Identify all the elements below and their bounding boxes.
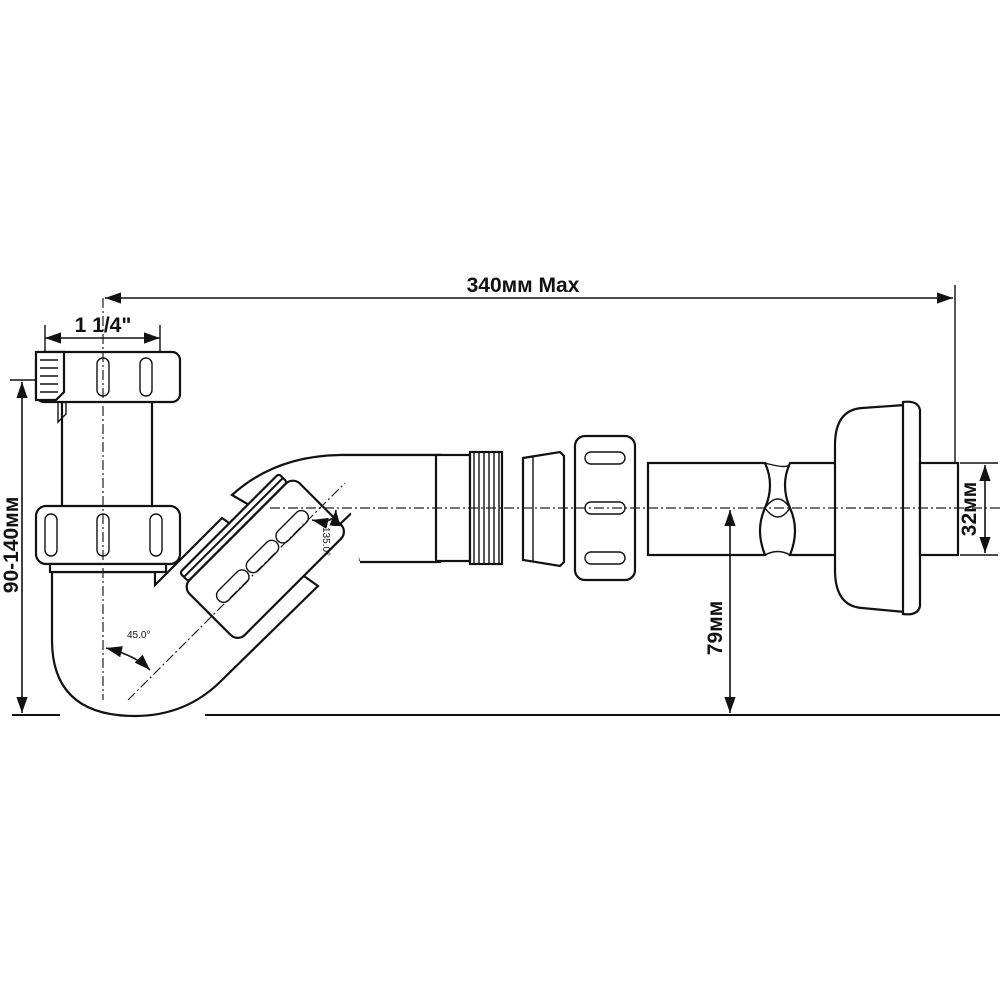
angled-nut <box>179 473 345 639</box>
inlet-pipe <box>34 350 182 574</box>
dimension-lines <box>10 285 998 713</box>
height-range-label: 90-140мм <box>0 497 23 593</box>
wall-flange <box>833 400 960 616</box>
outlet-height-label: 79мм <box>704 601 727 655</box>
elbow-angle-label: 135.0° <box>320 527 331 556</box>
bend-angle-label: 45.0° <box>127 630 150 641</box>
inlet-size-label: 1 1/4" <box>75 314 132 337</box>
cone-washer <box>521 450 566 568</box>
outlet-diameter-label: 32мм <box>958 482 981 536</box>
center-lines <box>102 298 1000 701</box>
angle-arcs <box>105 509 341 671</box>
total-length-label: 340мм Max <box>467 274 580 297</box>
outlet-pipe <box>646 461 847 557</box>
